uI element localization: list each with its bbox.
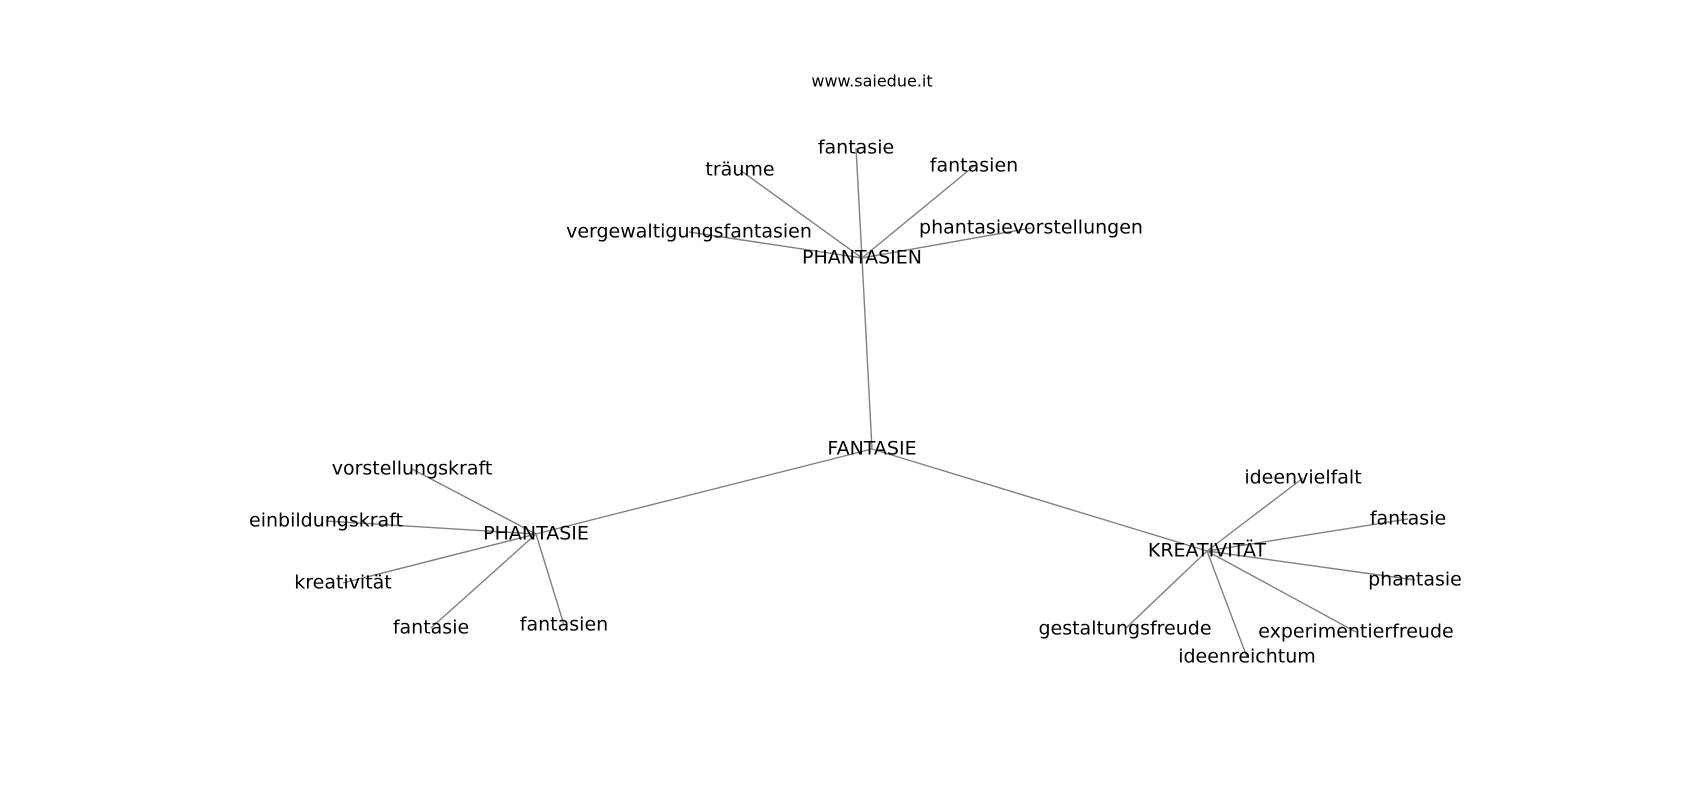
leaf-node-label: ideenvielfalt	[1244, 467, 1361, 489]
edge-branch-to-leaf	[342, 533, 537, 584]
graph-labels: www.saiedue.it FANTASIE fantasie träume fa…	[249, 72, 1462, 668]
edge-branch-to-leaf	[861, 165, 975, 259]
leaf-node-label: experimentierfreude	[1258, 621, 1453, 643]
leaf-node-label: vorstellungskraft	[332, 458, 493, 480]
leaf-node-label: fantasie	[1370, 508, 1446, 530]
edge-branch-to-leaf	[430, 533, 537, 629]
edge-branch-to-leaf	[535, 533, 565, 626]
root-node-label: FANTASIE	[827, 438, 916, 460]
edge-root-to-branch	[861, 257, 873, 450]
edge-branch-to-leaf	[861, 227, 1032, 259]
leaf-node-label: gestaltungsfreude	[1038, 618, 1211, 640]
edge-root-to-branch	[535, 448, 873, 535]
edge-branch-to-leaf	[411, 468, 537, 535]
edge-branch-to-leaf	[1206, 550, 1248, 658]
edge-branch-to-leaf	[1124, 550, 1208, 630]
edge-branch-to-leaf	[1206, 550, 1357, 633]
leaf-node-label: fantasie	[818, 137, 894, 159]
edge-branch-to-leaf	[1206, 550, 1416, 581]
leaf-node-label: phantasie	[1368, 569, 1462, 591]
branch-node-label: PHANTASIEN	[802, 247, 922, 269]
leaf-node-label: phantasievorstellungen	[919, 217, 1143, 239]
leaf-node-label: vergewaltigungsfantasien	[566, 221, 812, 243]
edge-branch-to-leaf	[739, 169, 863, 259]
source-watermark: www.saiedue.it	[811, 72, 932, 91]
leaf-node-label: fantasie	[393, 617, 469, 639]
edge-branch-to-leaf	[1206, 518, 1409, 552]
branch-node-label: PHANTASIE	[483, 523, 589, 545]
leaf-node-label: einbildungskraft	[249, 510, 403, 532]
edge-root-to-branch	[871, 448, 1208, 552]
leaf-node-label: träume	[705, 159, 774, 181]
edge-branch-to-leaf	[325, 520, 537, 535]
leaf-node-label: fantasien	[930, 155, 1018, 177]
edge-branch-to-leaf	[855, 147, 863, 259]
leaf-node-label: ideenreichtum	[1178, 646, 1316, 668]
leaf-node-label: fantasien	[520, 614, 608, 636]
edge-branch-to-leaf	[1206, 477, 1304, 552]
edge-branch-to-leaf	[688, 231, 863, 259]
graph-edges	[325, 147, 1416, 658]
branch-node-label: KREATIVITÄT	[1148, 539, 1267, 562]
leaf-node-label: kreativität	[294, 572, 392, 594]
